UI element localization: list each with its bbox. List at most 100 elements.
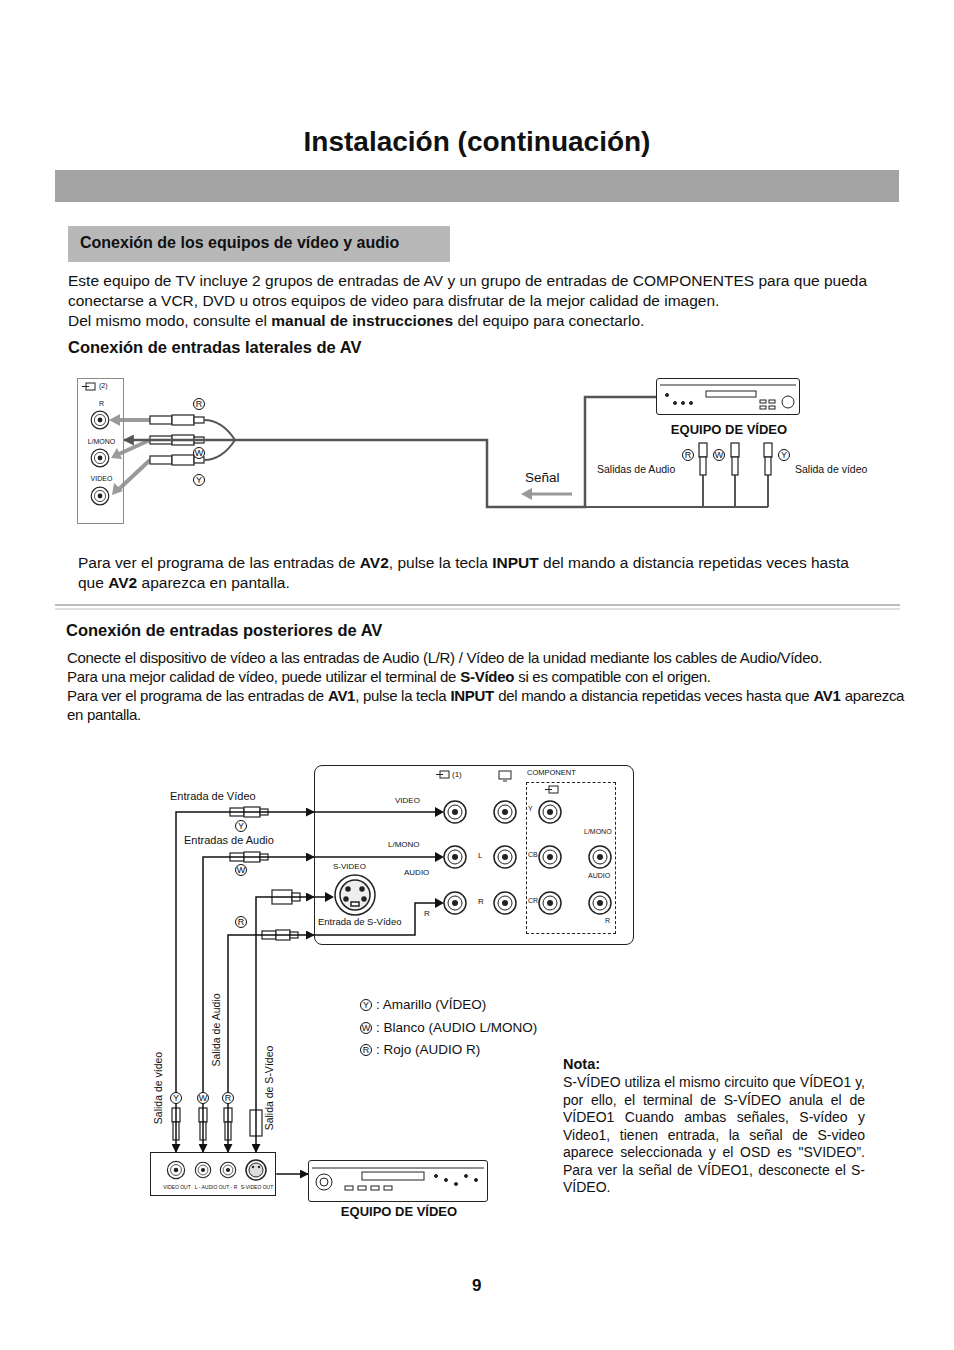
color-code: Y — [193, 474, 205, 486]
legend-text: : Amarillo (VÍDEO) — [376, 997, 486, 1013]
s-video-jack — [346, 887, 350, 891]
device-detail — [358, 1186, 366, 1190]
cable — [734, 475, 736, 507]
section-band: Conexión de los equipos de vídeo y audio — [68, 226, 450, 262]
body-text: Para ver el programa de las entradas de — [67, 687, 324, 704]
output-jack — [249, 1163, 263, 1177]
note-heading: Nota: — [563, 1056, 600, 1073]
paragraph: Para ver el programa de las entradas de A… — [78, 553, 908, 592]
input-icon — [82, 386, 89, 387]
terminal-label: VIDEO OUT — [163, 1185, 191, 1191]
rca-jack — [494, 892, 516, 914]
paragraph-block: Conecte el dispositivo de vídeo a las en… — [67, 648, 912, 667]
input-icon — [82, 383, 95, 390]
inner-wire — [314, 811, 437, 813]
page-number: 9 — [472, 1276, 481, 1296]
rca-plug — [172, 455, 194, 465]
wire-arrow-head — [435, 852, 444, 862]
output-jack — [258, 1166, 260, 1168]
wire-arrow-head — [435, 807, 444, 817]
legend-text: : Rojo (AUDIO R) — [376, 1042, 480, 1058]
body-text: del mando a distancia repetidas veces ha… — [498, 687, 809, 704]
cable-connector — [256, 897, 314, 1152]
body-text: Para ver el programa de las entradas de — [78, 554, 355, 571]
body-text: , pulse la tecla — [355, 687, 446, 704]
body-text: S-Vídeo — [460, 668, 514, 685]
device-detail — [362, 1172, 424, 1180]
side-jacks — [91, 411, 109, 429]
rca-plug — [700, 457, 706, 475]
output-label: Salidas de Audio — [597, 463, 675, 475]
panel-icon — [545, 789, 552, 790]
paragraph: Este equipo de TV incluye 2 grupos de en… — [68, 271, 898, 331]
device-detail — [760, 400, 766, 403]
node-heading: EQUIPO DE VÍDEO — [671, 423, 787, 438]
side-panel: (2)RL/MONOVIDEO — [77, 378, 124, 524]
cable-connector — [203, 857, 314, 1152]
output-jack — [167, 1160, 266, 1180]
plug-arrow-head — [112, 483, 123, 495]
color-code: R — [682, 449, 694, 461]
rca-jack — [494, 846, 516, 868]
rca-jack — [539, 892, 561, 914]
section-heading: Conexión de entradas posteriores de AV — [66, 621, 382, 640]
output-panel: VIDEO OUTL - AUDIO OUT - RS-VIDEO OUT — [150, 1152, 276, 1196]
rca-jack — [444, 801, 466, 823]
rca-jack — [589, 846, 611, 868]
input-label: Entradas de Audio — [184, 834, 274, 847]
body-text: AV2 — [360, 554, 389, 571]
body-text: , pulse la tecla — [389, 554, 488, 571]
device-detail — [384, 1186, 392, 1190]
rca-plug — [194, 417, 204, 423]
device-detail — [435, 1175, 438, 1178]
body-text: Este equipo de TV incluye 2 grupos de en… — [68, 272, 867, 309]
device-detail — [690, 402, 693, 405]
inner-wire — [314, 903, 437, 935]
output-label: Salida de Audio — [209, 994, 221, 1067]
terminal-label: VIDEO — [395, 796, 420, 805]
terminal-label: S-VIDEO — [333, 862, 366, 871]
output-jack — [167, 1161, 184, 1178]
terminal-label: R — [478, 897, 484, 906]
device-detail — [682, 402, 685, 405]
input-label: Entrada de S-Vídeo — [318, 917, 401, 928]
color-code: Y — [170, 1092, 182, 1104]
rca-jack — [444, 892, 466, 914]
signal-arrow — [530, 493, 572, 496]
body-text: AV1 — [328, 687, 355, 704]
inner-wire — [314, 812, 437, 935]
body-text: AV2 — [108, 574, 137, 591]
terminal-label: L - AUDIO OUT - R — [195, 1185, 238, 1191]
body-text: manual de instrucciones — [271, 312, 453, 329]
rca-jack — [539, 846, 561, 868]
device-detail — [371, 1186, 379, 1190]
section-rule — [55, 605, 900, 609]
rca-plug — [731, 443, 739, 457]
terminal-label: VIDEO — [91, 475, 113, 483]
body-text: del equipo para conectarlo. — [457, 312, 644, 329]
paragraph: Conecte el dispositivo de vídeo a las en… — [67, 648, 912, 724]
plug-arrow-head — [111, 448, 122, 459]
device-detail — [769, 406, 775, 409]
color-code: W — [235, 864, 247, 876]
rca-plug — [150, 416, 172, 424]
page-title: Instalación (continuación) — [0, 126, 954, 158]
device-detail — [674, 402, 677, 405]
rca-plug — [150, 456, 172, 464]
output-label: Salida de vídeo — [795, 463, 867, 475]
side-jacks — [91, 487, 109, 505]
video-device: EQUIPO DE VÍDEO — [308, 1160, 488, 1202]
plug-arrow — [118, 418, 150, 422]
paragraph-block: Este equipo de TV incluye 2 grupos de en… — [68, 271, 898, 311]
component-group: COMPONENTYCBCRL/MONOAUDIOR — [526, 782, 616, 934]
output-jack — [246, 1160, 266, 1180]
color-code: R — [222, 1092, 234, 1104]
device-detail — [465, 1175, 468, 1178]
terminal-label: L/MONO — [88, 438, 116, 446]
device-detail — [312, 1168, 484, 1190]
inner-wire — [314, 856, 437, 858]
device-detail — [475, 1179, 478, 1182]
rca-jack — [444, 801, 611, 914]
terminal-label: R — [99, 400, 104, 408]
output-label: Salida de vídeo — [152, 1052, 164, 1124]
